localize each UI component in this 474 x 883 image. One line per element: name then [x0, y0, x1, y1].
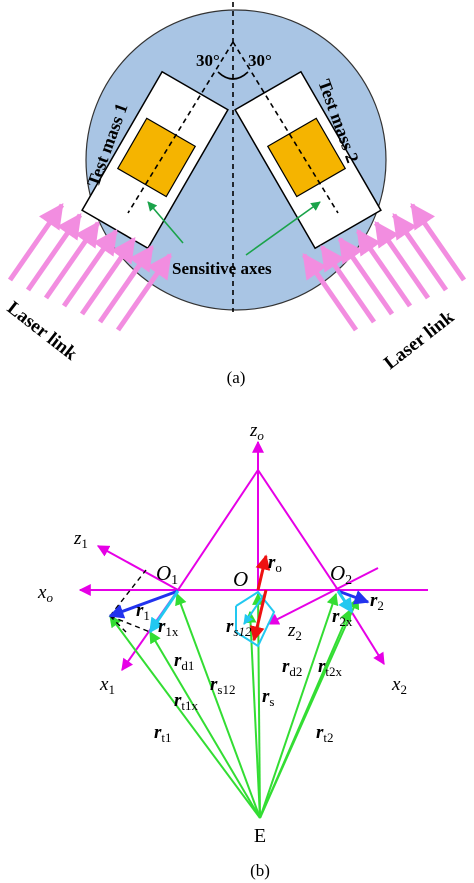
label-ro: ro: [268, 552, 282, 575]
laser-link-right-label: Laser link: [380, 306, 458, 374]
test-mass-2-housing: [234, 70, 382, 250]
laser-beams-left: [7, 202, 173, 332]
label-xo: xo: [37, 582, 53, 605]
r1-vector: [108, 589, 179, 619]
caption-a: (a): [227, 368, 246, 387]
label-r2: r2: [370, 590, 384, 613]
z2-axis: [266, 567, 379, 625]
label-rd1: rd1: [174, 650, 194, 673]
label-r1: r1: [136, 600, 150, 623]
label-rd2: rd2: [282, 656, 302, 679]
rs12-cyan-path: [235, 590, 276, 648]
label-O1: O1: [156, 561, 178, 588]
label-r2x: r2x: [332, 606, 353, 629]
label-r1x: r1x: [158, 616, 179, 639]
sensitive-axis-1-line: [127, 41, 234, 214]
rs12-cyan-arrow: [243, 591, 267, 625]
label-rs12-bottom: rs12: [210, 674, 235, 697]
ro-vector: [255, 554, 271, 591]
label-E: E: [254, 825, 266, 847]
r2x-vector: [336, 590, 354, 614]
angle-right-label: 30°: [248, 51, 272, 70]
label-O2: O2: [330, 561, 352, 588]
label-x1: x1: [99, 674, 115, 697]
test-mass-1-cube: [116, 117, 197, 198]
ro-vector-down: [249, 589, 268, 642]
sensitive-axis-2-arrow: [245, 201, 321, 256]
angle-left-label: 30°: [196, 51, 220, 70]
panel-a: 30° 30° Test mass 1 Test mass 2 Sensitiv…: [3, 2, 467, 387]
laser-link-left-label: Laser link: [3, 297, 81, 365]
label-rs: rs: [262, 686, 274, 709]
label-x2: x2: [391, 674, 407, 697]
z1-axis: [96, 545, 179, 591]
label-rt1x: rt1x: [174, 690, 199, 713]
test-mass-2-cube: [266, 117, 347, 198]
r2-vector: [337, 589, 370, 605]
r1x-vector: [148, 590, 180, 634]
label-rt2x: rt2x: [318, 656, 343, 679]
caption-b: (b): [250, 861, 270, 880]
laser-beams-right: [301, 202, 467, 332]
label-rt1: rt1: [154, 722, 172, 745]
sensitive-axis-2-line: [232, 41, 339, 214]
sensitive-axes-label: Sensitive axes: [172, 259, 272, 278]
label-zo: zo: [249, 420, 264, 443]
triangle-left-edge: [177, 469, 259, 591]
label-O: O: [233, 567, 248, 591]
label-rs12-top: rs12: [226, 616, 252, 639]
angle-arc: [217, 71, 249, 80]
sensitive-axis-1-arrow: [147, 201, 184, 244]
triangle-right-edge: [257, 469, 339, 591]
panel-b: zo z1 xo O1 O O2 ro r1 r1x rs12 z2 r2 r2…: [37, 420, 428, 880]
label-rt2: rt2: [316, 722, 334, 745]
label-z2: z2: [287, 620, 302, 643]
label-z1: z1: [73, 528, 88, 551]
